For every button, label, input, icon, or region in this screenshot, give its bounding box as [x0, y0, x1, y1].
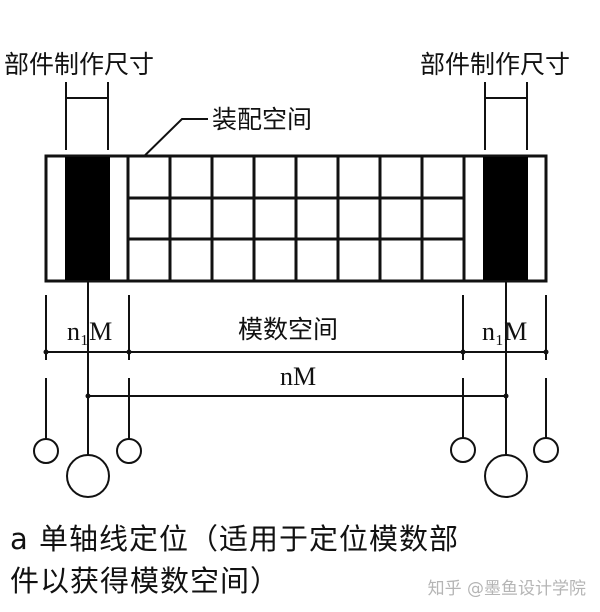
component-size-dimension-right [484, 82, 528, 150]
figure-caption: a 单轴线定位（适用于定位模数部 件以获得模数空间） [10, 518, 570, 602]
assembly-space-label: 装配空间 [212, 105, 312, 134]
axis-bubble-small [33, 438, 59, 464]
axis-bubble-large [484, 454, 528, 498]
component-block-right [483, 157, 528, 280]
dimension-ticks [43, 349, 549, 399]
extension-lines [45, 282, 547, 455]
nm-label: nM [280, 362, 316, 391]
n1m-label-left: n₁M [67, 317, 112, 346]
assembly-space-leader [127, 118, 208, 173]
component-size-label-left: 部件制作尺寸 [4, 50, 154, 79]
n1m-label-right: n₁M [482, 317, 527, 346]
axis-bubble-large [66, 454, 110, 498]
modular-grid [126, 157, 466, 280]
modular-space-label: 模数空间 [238, 315, 338, 344]
axis-bubble-small [533, 437, 559, 463]
component-size-label-right: 部件制作尺寸 [420, 50, 570, 79]
component-size-dimension-left [65, 82, 109, 150]
axis-bubble-small [116, 438, 142, 464]
axis-bubble-small [450, 437, 476, 463]
caption-line-2: 件以获得模数空间） [10, 564, 281, 598]
caption-line-1: a 单轴线定位（适用于定位模数部 [10, 522, 459, 556]
watermark: 知乎 @墨鱼设计学院 [427, 579, 586, 599]
axis-bubbles [33, 437, 559, 498]
component-block-left [65, 157, 110, 280]
